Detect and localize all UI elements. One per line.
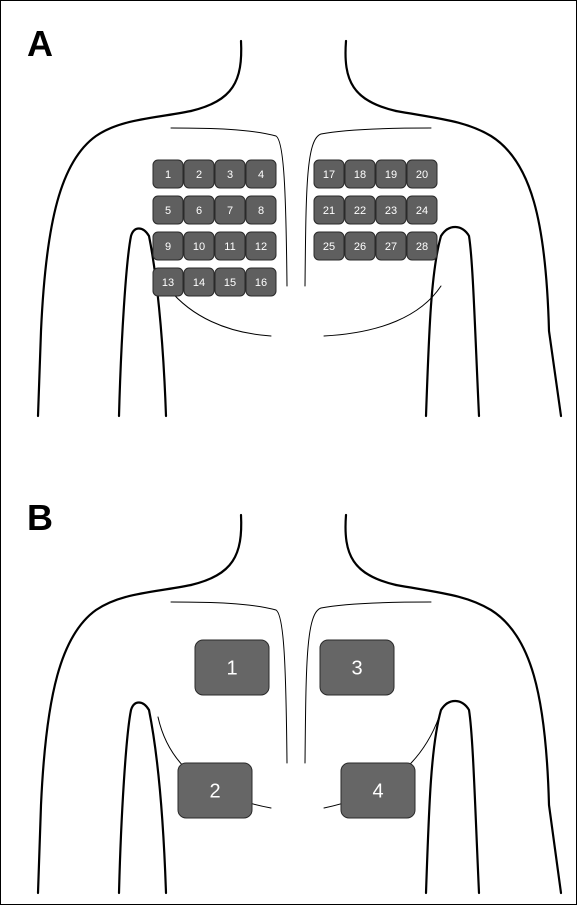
electrode-a-9: 9 (153, 232, 183, 260)
electrode-a-6: 6 (184, 196, 214, 224)
electrode-a-2: 2 (184, 160, 214, 188)
electrode-a-15-label: 15 (224, 277, 236, 289)
electrode-a-13-label: 13 (162, 277, 174, 289)
panel-label-a: A (27, 26, 53, 62)
electrode-a-2-label: 2 (196, 169, 202, 181)
electrode-a-16-label: 16 (255, 277, 267, 289)
neck-right-line (346, 41, 396, 111)
shoulder-left-line (38, 111, 191, 416)
electrode-a-18: 18 (345, 160, 375, 188)
electrode-a-10-label: 10 (193, 241, 205, 253)
electrode-a-19-label: 19 (385, 169, 397, 181)
electrode-a-27: 27 (376, 232, 406, 260)
electrode-a-8-label: 8 (258, 205, 264, 217)
electrode-a-4: 4 (246, 160, 276, 188)
electrode-a-12: 12 (246, 232, 276, 260)
electrode-a-5: 5 (153, 196, 183, 224)
electrode-a-17: 17 (314, 160, 344, 188)
electrode-a-28: 28 (407, 232, 437, 260)
breast-right-line (324, 286, 441, 336)
electrode-b-4-label: 4 (372, 781, 383, 803)
electrode-a-23: 23 (376, 196, 406, 224)
electrode-a-23-label: 23 (385, 205, 397, 217)
electrode-a-22-label: 22 (354, 205, 366, 217)
torso-outline-b: 1 2 3 4 (1, 453, 576, 904)
electrode-a-15: 15 (215, 268, 245, 296)
electrode-a-26-label: 26 (354, 241, 366, 253)
electrode-a-14-label: 14 (193, 277, 205, 289)
electrode-a-22: 22 (345, 196, 375, 224)
electrode-a-5-label: 5 (165, 205, 171, 217)
electrode-a-19: 19 (376, 160, 406, 188)
electrode-a-12-label: 12 (255, 241, 267, 253)
neck-right-line (346, 515, 396, 585)
electrode-b-1: 1 (195, 640, 269, 695)
electrode-a-20: 20 (407, 160, 437, 188)
electrode-a-14: 14 (184, 268, 214, 296)
neck-left-line (191, 515, 241, 585)
electrode-a-24: 24 (407, 196, 437, 224)
shoulder-right-line (396, 111, 561, 416)
electrode-a-7-label: 7 (227, 205, 233, 217)
electrode-a-7: 7 (215, 196, 245, 224)
shoulder-right-line (396, 585, 561, 893)
electrode-a-18-label: 18 (354, 169, 366, 181)
electrode-a-11-label: 11 (224, 241, 235, 253)
electrode-a-11: 11 (215, 232, 245, 260)
panel-label-b: B (27, 500, 53, 536)
electrode-a-13: 13 (153, 268, 183, 296)
electrode-b-3-label: 3 (351, 658, 362, 680)
electrode-b-2-label: 2 (209, 781, 220, 803)
electrode-a-16: 16 (246, 268, 276, 296)
electrode-a-17-label: 17 (323, 169, 335, 181)
electrode-a-8: 8 (246, 196, 276, 224)
electrode-a-20-label: 20 (416, 169, 428, 181)
electrode-b-4: 4 (341, 763, 415, 818)
electrode-a-1: 1 (153, 160, 183, 188)
neck-left-line (191, 41, 241, 111)
electrode-grid-b: 1 2 3 4 (178, 640, 415, 818)
electrode-a-25: 25 (314, 232, 344, 260)
electrode-a-24-label: 24 (416, 205, 428, 217)
shoulder-left-line (38, 585, 191, 893)
electrode-a-6-label: 6 (196, 205, 202, 217)
electrode-a-3: 3 (215, 160, 245, 188)
electrode-a-9-label: 9 (165, 241, 171, 253)
electrode-a-25-label: 25 (323, 241, 335, 253)
electrode-a-3-label: 3 (227, 169, 233, 181)
electrode-a-4-label: 4 (258, 169, 264, 181)
electrode-a-28-label: 28 (416, 241, 428, 253)
electrode-b-1-label: 1 (226, 658, 237, 680)
electrode-a-21-label: 21 (323, 205, 335, 217)
electrode-a-1-label: 1 (165, 169, 171, 181)
electrode-b-2: 2 (178, 763, 252, 818)
electrode-b-3: 3 (320, 640, 394, 695)
electrode-a-21: 21 (314, 196, 344, 224)
electrode-a-27-label: 27 (385, 241, 397, 253)
electrode-a-10: 10 (184, 232, 214, 260)
electrode-a-26: 26 (345, 232, 375, 260)
panel-b: 1 2 3 4 B (1, 453, 576, 904)
arm-left-line (119, 703, 166, 894)
